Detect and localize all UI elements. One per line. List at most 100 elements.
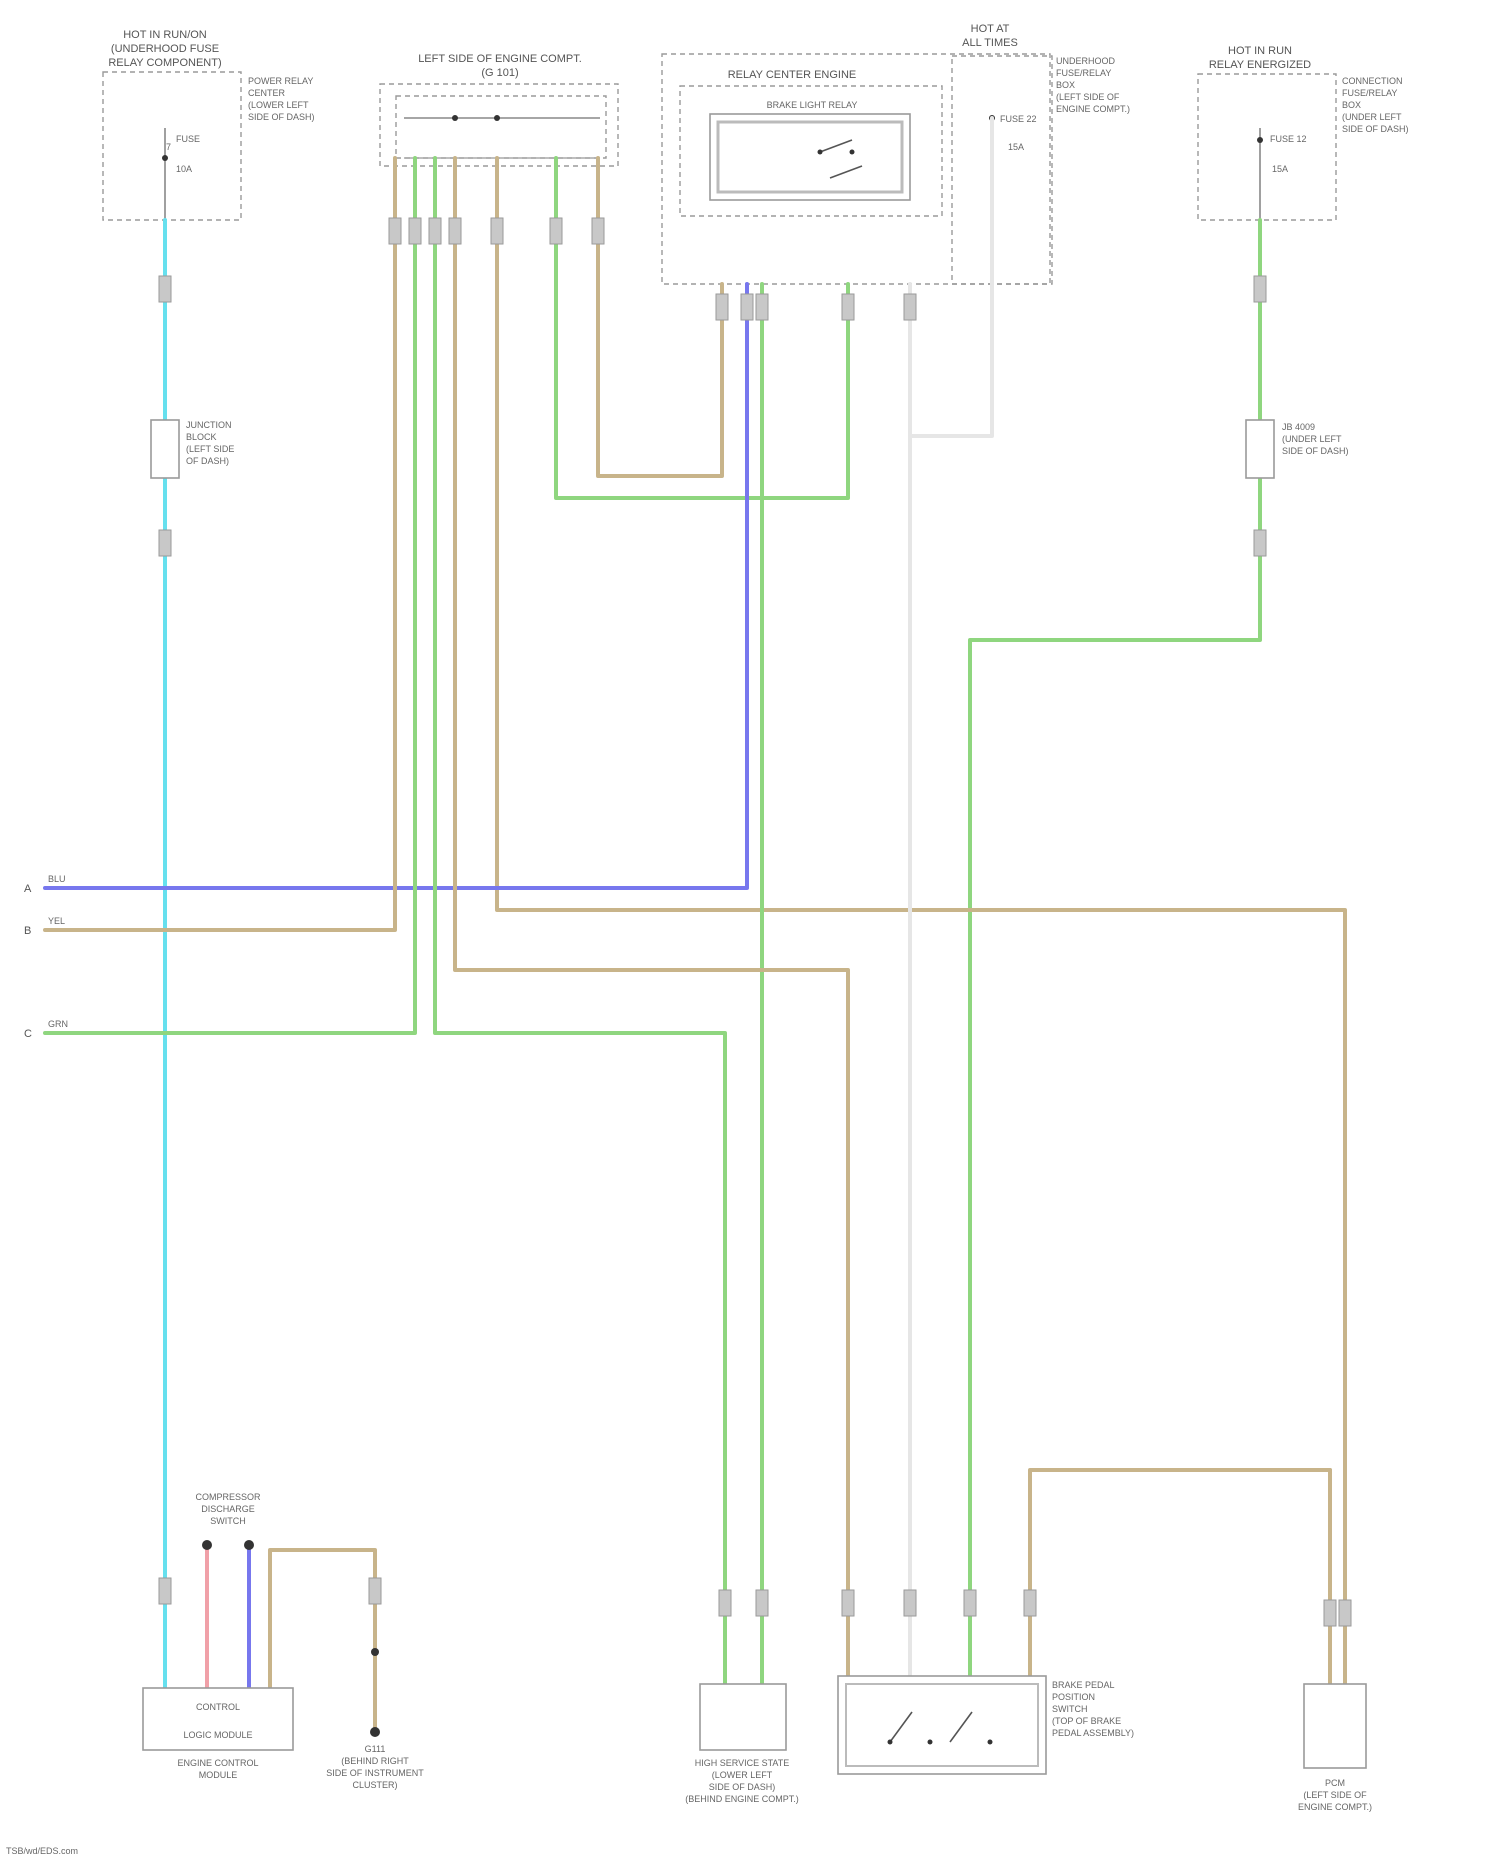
offpage-ref-c-wire: GRN	[48, 1019, 68, 1029]
fuse-7-rating: 10A	[176, 164, 192, 174]
wire-green-ref-c	[45, 158, 415, 1033]
ecm-label-2: MODULE	[199, 1770, 238, 1780]
hot-all-times-title-2: ALL TIMES	[962, 37, 1018, 49]
hot-relay-right-note-1: CONNECTION	[1342, 76, 1403, 86]
hot-all-times-note-2: FUSE/RELAY	[1056, 68, 1111, 78]
hot-relay-left-title-line2: (UNDERHOOD FUSE	[111, 43, 219, 55]
engine-ground-title-2: (G 101)	[481, 67, 518, 79]
hot-relay-right-title-1: HOT IN RUN	[1228, 45, 1292, 57]
engine-ground-title-1: LEFT SIDE OF ENGINE COMPT.	[418, 53, 582, 65]
brake-light-relay-body	[710, 114, 910, 200]
hot-relay-right-title-2: RELAY ENERGIZED	[1209, 59, 1311, 71]
wire-tan-to-pcm	[497, 158, 1345, 1688]
hot-all-times-note-3: BOX	[1056, 80, 1075, 90]
ecm-body-text-1: CONTROL	[196, 1702, 240, 1712]
offpage-ref-a-letter: A	[24, 883, 32, 895]
offpage-ref-b-letter: B	[24, 925, 31, 937]
hot-relay-left-frame	[103, 72, 241, 220]
hot-all-times-note-1: UNDERHOOD	[1056, 56, 1116, 66]
hsi-label-2: (LOWER LEFT	[712, 1770, 773, 1780]
junction-right-text-2: (UNDER LEFT	[1282, 434, 1342, 444]
relay-center-title: RELAY CENTER ENGINE	[728, 69, 857, 81]
brake-switch-label-1: BRAKE PEDAL	[1052, 1680, 1115, 1690]
hot-relay-left-note-3: (LOWER LEFT	[248, 100, 309, 110]
hot-relay-right-note-2: FUSE/RELAY	[1342, 88, 1397, 98]
pcm-label-1: PCM	[1325, 1778, 1345, 1788]
hot-relay-left-box: HOT IN RUN/ON (UNDERHOOD FUSE RELAY COMP…	[103, 29, 315, 220]
hot-relay-left-title-line3: RELAY COMPONENT)	[108, 57, 221, 69]
ecm-body-text-2: LOGIC MODULE	[183, 1730, 252, 1740]
hot-at-all-times-block: HOT AT ALL TIMES UNDERHOOD FUSE/RELAY BO…	[952, 23, 1130, 284]
brake-switch-label-3: SWITCH	[1052, 1704, 1088, 1714]
hot-relay-left-title-line1: HOT IN RUN/ON	[123, 29, 207, 41]
fuse-7-node	[162, 155, 168, 161]
ground-label-3: SIDE OF INSTRUMENT	[326, 1768, 424, 1778]
hot-relay-right-note-3: BOX	[1342, 100, 1361, 110]
engine-ground-inner-frame	[396, 96, 606, 158]
hsi-label-3: SIDE OF DASH)	[709, 1782, 776, 1792]
hsi-label-4: (BEHIND ENGINE COMPT.)	[685, 1794, 799, 1804]
hsi-label-1: HIGH SERVICE STATE	[695, 1758, 790, 1768]
junction-left-text-4: OF DASH)	[186, 456, 229, 466]
hot-all-times-title-1: HOT AT	[971, 23, 1010, 35]
ground-label-2: (BEHIND RIGHT	[341, 1756, 409, 1766]
fuse-22-rating: 15A	[1008, 142, 1024, 152]
ground-label-4: CLUSTER)	[352, 1780, 397, 1790]
offpage-ref-c-letter: C	[24, 1028, 32, 1040]
footer-credit: TSB/wd/EDS.com	[6, 1846, 78, 1856]
junction-right-text-1: JB 4009	[1282, 422, 1315, 432]
wire-tan-to-brake-switch	[455, 158, 848, 1680]
compressor-switch-title-2: DISCHARGE	[201, 1504, 255, 1514]
wire-tan-relay-loop	[598, 158, 722, 476]
hot-relay-right-note-4: (UNDER LEFT	[1342, 112, 1402, 122]
ground-node-1	[452, 115, 458, 121]
junction-left-text-2: BLOCK	[186, 432, 217, 442]
brake-switch-label-4: (TOP OF BRAKE	[1052, 1716, 1121, 1726]
hot-all-times-frame	[952, 56, 1052, 284]
offpage-ref-c: C GRN	[24, 1019, 68, 1040]
pcm-body	[1304, 1684, 1366, 1768]
hot-relay-right-box: HOT IN RUN RELAY ENERGIZED CONNECTION FU…	[1198, 45, 1409, 220]
junction-right: JB 4009 (UNDER LEFT SIDE OF DASH)	[1246, 420, 1349, 478]
offpage-ref-b: B YEL	[24, 916, 65, 937]
compressor-switch-title-1: COMPRESSOR	[195, 1492, 261, 1502]
offpage-ref-a-wire: BLU	[48, 874, 66, 884]
hot-relay-left-note-1: POWER RELAY	[248, 76, 313, 86]
connector-pins	[159, 218, 1351, 1626]
hot-relay-left-note-2: CENTER	[248, 88, 286, 98]
fuse-22-label: FUSE 22	[1000, 114, 1037, 124]
pcm-label-3: ENGINE COMPT.)	[1298, 1802, 1372, 1812]
ecm-body	[143, 1688, 293, 1750]
brake-switch-label-2: POSITION	[1052, 1692, 1095, 1702]
hsi-module: HIGH SERVICE STATE (LOWER LEFT SIDE OF D…	[685, 1684, 799, 1804]
wire-green-right	[970, 220, 1260, 1675]
junction-left: JUNCTION BLOCK (LEFT SIDE OF DASH)	[151, 420, 234, 478]
offpage-ref-b-wire: YEL	[48, 916, 65, 926]
offpage-ref-a: A BLU	[24, 874, 66, 895]
brake-pedal-position-switch: BRAKE PEDAL POSITION SWITCH (TOP OF BRAK…	[838, 1676, 1134, 1774]
fuse-12-rating: 15A	[1272, 164, 1288, 174]
engine-ground-block: LEFT SIDE OF ENGINE COMPT. (G 101)	[380, 53, 618, 166]
brake-switch-body	[838, 1676, 1046, 1774]
pcm-module: PCM (LEFT SIDE OF ENGINE COMPT.)	[1298, 1684, 1372, 1812]
hot-relay-right-note-5: SIDE OF DASH)	[1342, 124, 1409, 134]
hot-relay-right-frame	[1198, 74, 1336, 220]
hot-all-times-note-5: ENGINE COMPT.)	[1056, 104, 1130, 114]
junction-left-text-1: JUNCTION	[186, 420, 232, 430]
brake-light-relay-title: BRAKE LIGHT RELAY	[767, 100, 858, 110]
junction-right-text-3: SIDE OF DASH)	[1282, 446, 1349, 456]
fuse-7-label: FUSE	[176, 134, 200, 144]
wire-tan-ref-b	[45, 158, 395, 930]
compressor-switch-title-3: SWITCH	[210, 1516, 246, 1526]
wire-white-hot-all-times	[910, 118, 992, 436]
fuse-12-label: FUSE 12	[1270, 134, 1307, 144]
wire-tan-brake-to-pcm	[1030, 1470, 1330, 1680]
hot-all-times-note-4: (LEFT SIDE OF	[1056, 92, 1120, 102]
ground-node-2	[494, 115, 500, 121]
pcm-label-2: (LEFT SIDE OF	[1303, 1790, 1367, 1800]
ground-label-1: G111	[365, 1744, 386, 1754]
engine-control-module: CONTROL LOGIC MODULE ENGINE CONTROL MODU…	[143, 1688, 293, 1780]
hot-relay-left-note-4: SIDE OF DASH)	[248, 112, 315, 122]
brake-switch-label-5: PEDAL ASSEMBLY)	[1052, 1728, 1134, 1738]
